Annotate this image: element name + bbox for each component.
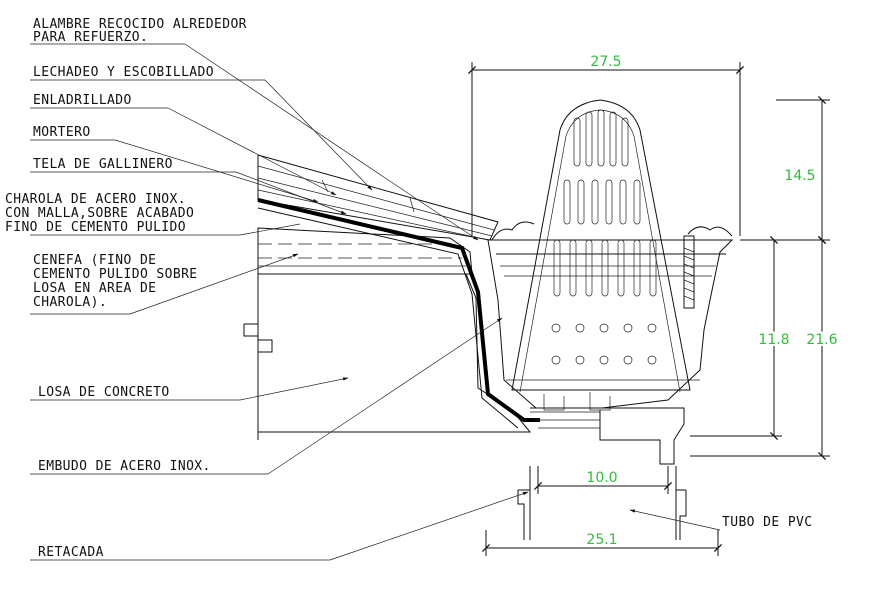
leader-lines [30, 43, 721, 561]
label-tela: TELA DE GALLINERO [33, 157, 173, 172]
label-charola: CHAROLA DE ACERO INOX.CON MALLA,SOBRE AC… [5, 192, 194, 235]
label-lechadeo: LECHADEO Y ESCOBILLADO [33, 65, 214, 80]
dim-funnel-height: 11.8 [758, 332, 789, 348]
label-enladrillado: ENLADRILLADO [33, 93, 132, 108]
pvc-pipe [517, 466, 687, 540]
dimension-lines [467, 62, 830, 556]
dim-top-width: 27.5 [590, 54, 621, 70]
stainless-tray [257, 198, 540, 422]
label-tubo: TUBO DE PVC [722, 515, 813, 530]
dim-cap-height: 14.5 [784, 168, 815, 184]
funnel-body [487, 221, 734, 465]
dim-total-height: 21.6 [806, 332, 837, 348]
label-retacada: RETACADA [38, 545, 104, 560]
dome-strainer [511, 99, 691, 393]
concrete-slab [243, 273, 532, 440]
label-losa: LOSA DE CONCRETO [38, 385, 170, 400]
dimension-values: 27.5 14.5 11.8 21.6 10.0 25.1 [586, 54, 839, 548]
label-embudo: EMBUDO DE ACERO INOX. [38, 459, 211, 474]
cenefa-layers [257, 227, 473, 275]
label-mortero: MORTERO [33, 125, 91, 140]
dim-pipe-width: 10.0 [586, 470, 617, 486]
dim-base-width: 25.1 [586, 532, 617, 548]
